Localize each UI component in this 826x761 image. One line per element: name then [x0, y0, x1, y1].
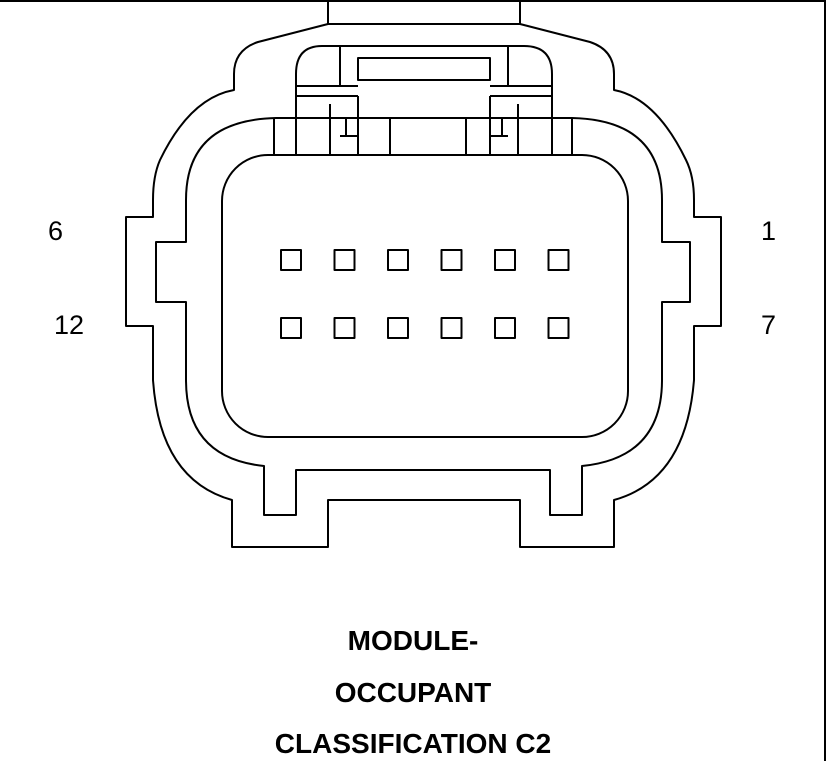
- pin-cavity-face: [221, 154, 629, 438]
- pin-grid: [280, 249, 570, 339]
- caption-line-2: OCCUPANT: [334, 677, 492, 708]
- pin-label-7: 7: [761, 310, 777, 340]
- pin-cavity-12: [280, 317, 302, 339]
- pin-cavity-10: [387, 317, 409, 339]
- pin-cavity-2: [494, 249, 516, 271]
- pin-label-1: 1: [761, 216, 777, 246]
- caption-line-1: MODULE-: [347, 625, 479, 656]
- pin-cavity-7: [547, 317, 570, 339]
- pin-cavity-9: [440, 317, 463, 339]
- connector-outer-housing: [125, 1, 722, 548]
- pin-label-12: 12: [54, 310, 85, 340]
- pin-cavity-6: [280, 249, 302, 271]
- pin-cavity-11: [333, 317, 356, 339]
- pin-cavity-4: [387, 249, 409, 271]
- pin-cavity-8: [494, 317, 516, 339]
- connector-seal-ring: [155, 117, 691, 516]
- caption-line-3: CLASSIFICATION C2: [274, 728, 552, 759]
- pin-cavity-1: [547, 249, 570, 271]
- pin-cavity-3: [440, 249, 463, 271]
- pin-cavity-5: [333, 249, 356, 271]
- locking-latch: [273, 45, 573, 156]
- pin-label-6: 6: [48, 216, 64, 246]
